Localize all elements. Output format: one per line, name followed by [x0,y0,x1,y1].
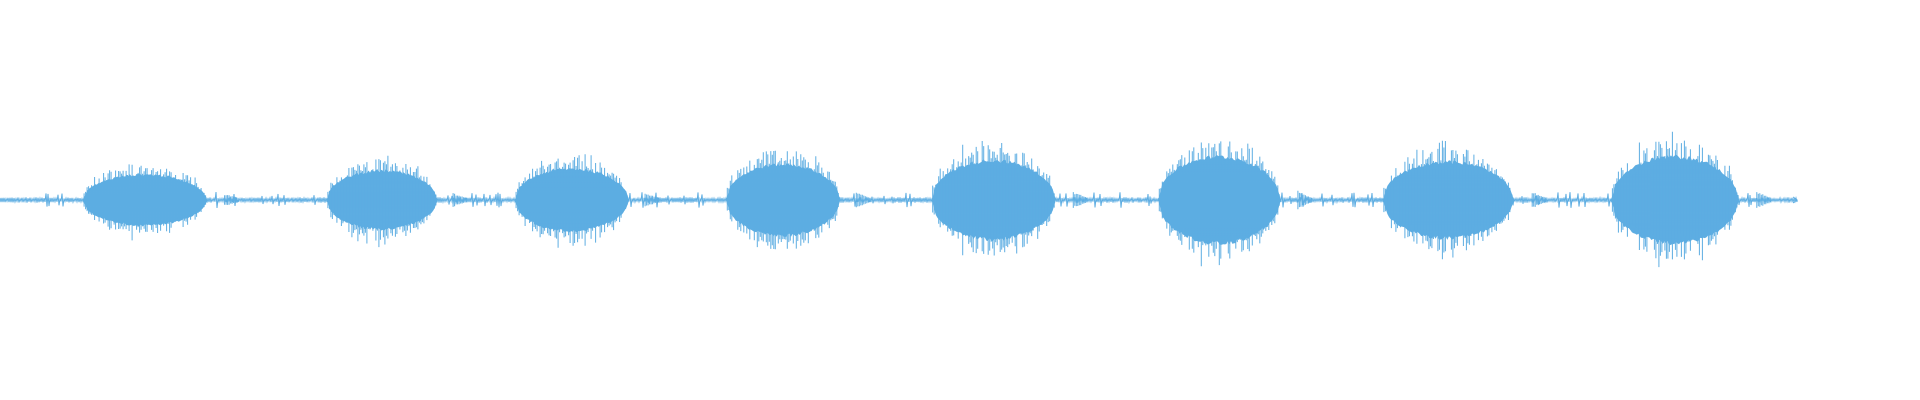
waveform-bursts [82,131,1798,268]
waveform-burst-decay [1072,192,1088,208]
waveform-burst-6 [1157,141,1312,267]
waveform-burst-spikes [1611,131,1738,268]
waveform-burst-spikes [1158,141,1280,267]
waveform-burst-decay [224,195,239,205]
waveform-burst-spikes [1383,140,1512,260]
waveform-burst-spikes [83,164,207,241]
waveform-burst-spikes [515,154,628,248]
waveform-burst-decay [1756,192,1771,208]
waveform-burst-spikes [726,150,839,250]
waveform-burst-spikes [327,155,437,248]
waveform-burst-3 [514,154,660,248]
waveform-baseline [0,191,1798,209]
waveform-burst-decay [855,192,871,208]
waveform-burst-spikes [932,141,1055,256]
waveform-burst-decay [1297,190,1312,210]
waveform-burst-8 [1610,131,1771,268]
waveform-burst-decay [452,193,468,207]
waveform-burst-5 [931,141,1088,256]
waveform-burst-4 [725,150,871,250]
waveform-burst-7 [1382,140,1547,260]
waveform-burst-1 [82,164,239,241]
waveform-burst-2 [326,155,468,248]
waveform-end-marker [1792,196,1798,204]
waveform-burst-decay [644,193,660,207]
waveform-burst-decay [1531,193,1547,207]
